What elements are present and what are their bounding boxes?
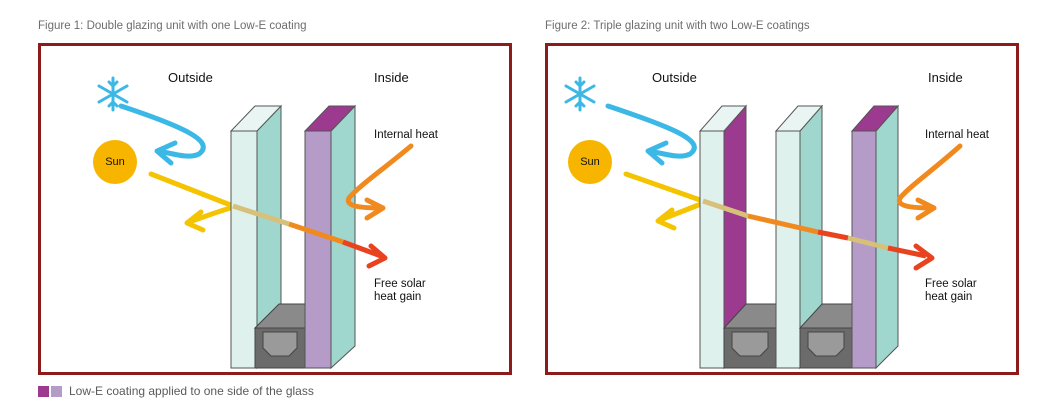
solar-gain-label-2: heat gain bbox=[374, 291, 422, 303]
figure-2-caption: Figure 2: Triple glazing unit with two L… bbox=[545, 20, 810, 32]
outside-label: Outside bbox=[168, 70, 213, 85]
lowe-dark-swatch bbox=[38, 385, 49, 397]
sun-icon: Sun bbox=[93, 140, 137, 184]
sun-icon: Sun bbox=[568, 140, 612, 184]
figure-1-caption: Figure 1: Double glazing unit with one L… bbox=[38, 20, 307, 32]
internal-heat-arrow bbox=[345, 143, 414, 211]
cold-reflection-arrow bbox=[605, 103, 697, 159]
inside-label: Inside bbox=[928, 70, 963, 85]
cold-arrow-head bbox=[154, 140, 178, 166]
internal-heat-label: Internal heat bbox=[374, 129, 438, 141]
internal-heat-label: Internal heat bbox=[925, 129, 989, 141]
figure-1-diagram bbox=[97, 76, 414, 370]
cold-reflection-arrow bbox=[118, 103, 206, 159]
inside-label: Inside bbox=[374, 70, 409, 85]
figure-1-panel: Sun Outside Inside Internal heat Free so… bbox=[38, 43, 512, 375]
solar-gain-arrow-head bbox=[913, 243, 935, 271]
outside-label: Outside bbox=[652, 70, 697, 85]
figure-2-diagram bbox=[564, 76, 963, 370]
solar-gain-label-1: Free solar bbox=[925, 278, 977, 290]
solar-ray-outside bbox=[148, 171, 236, 209]
snowflake-icon bbox=[97, 76, 129, 112]
solar-gain-label-1: Free solar bbox=[374, 278, 426, 290]
internal-heat-arrow bbox=[896, 143, 963, 211]
snowflake-icon bbox=[564, 76, 596, 112]
solar-ray-outside bbox=[623, 171, 706, 204]
legend-text: Low-E coating applied to one side of the… bbox=[69, 384, 314, 398]
figure-2-panel: Sun Outside Inside Internal heat Free so… bbox=[545, 43, 1019, 375]
lowe-light-swatch bbox=[51, 385, 62, 397]
solar-gain-arrow-head bbox=[366, 243, 388, 269]
solar-gain-label-2: heat gain bbox=[925, 291, 973, 303]
legend: Low-E coating applied to one side of the… bbox=[38, 384, 314, 398]
